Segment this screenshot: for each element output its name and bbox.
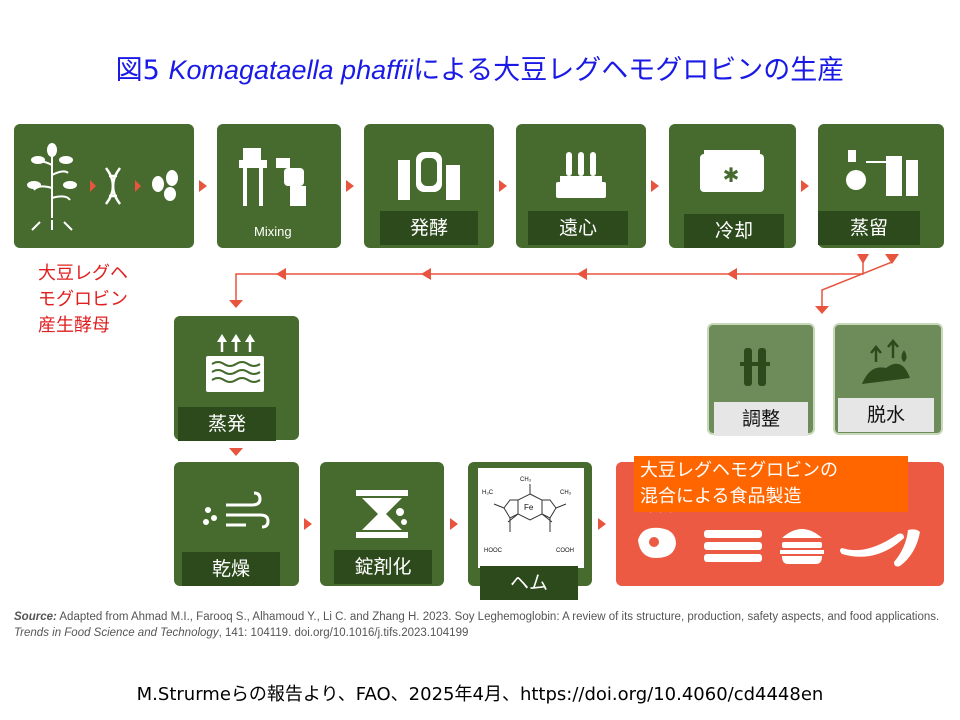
distillation-icon — [846, 150, 918, 196]
step-evaporation-label: 蒸発 — [178, 407, 276, 441]
svg-text:H₃C: H₃C — [482, 490, 494, 496]
step-heme-label: ヘム — [480, 566, 578, 600]
svg-text:✱: ✱ — [723, 163, 740, 187]
credit-line: M.Strurmeらの報告より、FAO、2025年4月、https://doi.… — [136, 684, 824, 705]
arrow-right-icon — [801, 180, 809, 192]
wind-icon — [226, 491, 270, 529]
return-line — [235, 262, 864, 302]
heme-molecule-icon: Fe CH₃ H₃C CH₃ HOOC COOH — [478, 468, 584, 568]
columns-icon — [740, 348, 770, 386]
arrow-right-icon — [499, 180, 507, 192]
step-tableting-label: 錠剤化 — [334, 550, 432, 584]
burger-icon — [780, 529, 824, 564]
step-adjustment-label: 調整 — [714, 402, 808, 436]
dehydration-icon — [862, 339, 910, 384]
step-mixing-label: Mixing — [254, 224, 292, 239]
svg-text:COOH: COOH — [556, 548, 574, 554]
arrow-down-icon — [229, 300, 243, 308]
mixing-machine-icon — [239, 148, 306, 206]
arrow-down-icon — [885, 254, 899, 264]
title-prefix: 図5 — [115, 55, 169, 86]
dna-icon — [104, 167, 122, 205]
leaf-icon — [27, 143, 77, 189]
arrow-right-icon — [450, 518, 458, 530]
branch-line — [821, 261, 893, 308]
source-note: Source: Adapted from Ahmad M.I., Farooq … — [14, 611, 940, 639]
arrow-down-icon — [229, 448, 243, 456]
step-fermentation-label: 発酵 — [380, 211, 478, 245]
freezer-icon: ✱ — [700, 150, 764, 192]
step-distillation-label: 蒸留 — [818, 211, 920, 245]
title-suffix: による大豆レグヘモグロビンの生産 — [413, 55, 845, 86]
seeds-icon — [152, 170, 178, 201]
step-drying-label: 乾燥 — [182, 552, 280, 586]
step-mixing-box — [217, 124, 341, 248]
bacon-icon — [704, 530, 762, 562]
arrow-right-icon — [199, 180, 207, 192]
tablet-press-icon — [356, 490, 408, 538]
title-species: Komagataella phaffii — [168, 55, 414, 85]
arrow-right-icon — [304, 518, 312, 530]
fe-label: Fe — [524, 503, 534, 512]
arrow-right-icon — [346, 180, 354, 192]
step-dehydration-label: 脱水 — [838, 398, 934, 432]
svg-text:CH₃: CH₃ — [560, 490, 572, 496]
step-cooling-label: 冷却 — [684, 214, 784, 248]
final-product-label: 大豆レグヘモグロビンの 混合による食品製造 — [634, 456, 908, 512]
arrow-right-icon — [598, 518, 606, 530]
centrifuge-icon — [556, 152, 606, 198]
svg-text:CH₃: CH₃ — [520, 477, 532, 483]
arrow-right-icon — [651, 180, 659, 192]
arrow-down-icon — [857, 254, 869, 264]
page-title: 図5 Komagataella phaffiiによる大豆レグヘモグロビンの生産 — [0, 48, 960, 87]
step-centrifugation-label: 遠心 — [528, 211, 628, 245]
yeast-label: 大豆レグヘ モグロビン 産生酵母 — [38, 263, 128, 336]
sausage-icon — [840, 529, 920, 567]
evaporation-icon — [206, 334, 264, 392]
arrow-down-icon — [815, 306, 829, 314]
svg-text:HOOC: HOOC — [484, 548, 503, 554]
